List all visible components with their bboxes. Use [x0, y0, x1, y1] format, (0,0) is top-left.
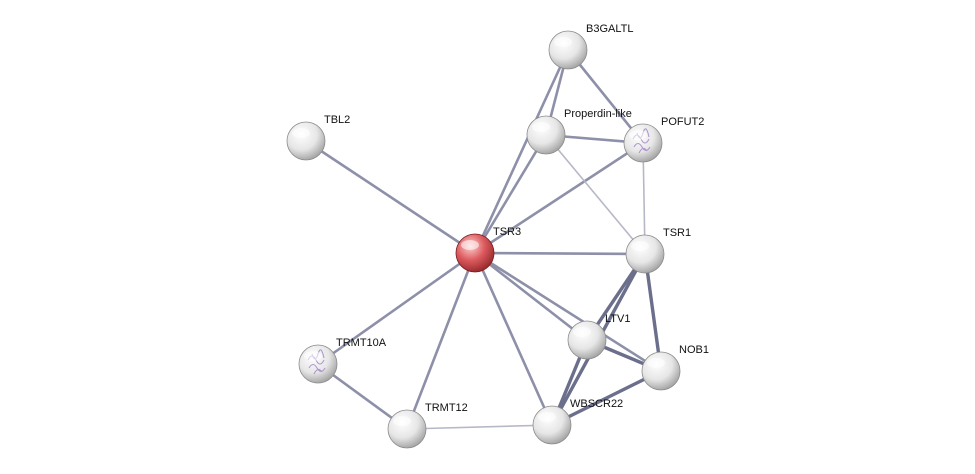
node-highlight	[554, 37, 572, 47]
edge-tsr3-trmt12[interactable]	[405, 251, 477, 431]
node-b3galtl[interactable]: B3GALTL	[548, 23, 634, 70]
node-label: POFUT2	[661, 116, 704, 128]
node-label: TSR3	[493, 226, 521, 238]
edge-properdin-like-tsr1[interactable]	[545, 134, 646, 255]
node-circle[interactable]	[567, 320, 607, 360]
node-circle[interactable]	[286, 121, 326, 161]
edge-tsr3-ltv1[interactable]	[473, 251, 589, 342]
node-highlight	[304, 351, 322, 361]
node-highlight	[532, 122, 550, 132]
node-circle[interactable]	[387, 409, 427, 449]
node-nob1[interactable]: NOB1	[641, 344, 709, 391]
node-circle[interactable]	[455, 233, 495, 273]
node-properdin-like[interactable]: Properdin-like	[526, 108, 632, 155]
node-ltv1[interactable]: LTV1	[567, 313, 630, 360]
edge-tsr3-properdin-like[interactable]	[473, 133, 548, 255]
node-highlight	[647, 358, 665, 368]
node-trmt12[interactable]: TRMT12	[387, 402, 468, 449]
node-highlight	[573, 327, 591, 337]
node-label: Properdin-like	[564, 108, 632, 120]
edge-trmt12-wbscr22[interactable]	[406, 424, 553, 430]
node-tsr3[interactable]: TSR3	[455, 226, 521, 273]
edge-tsr3-b3galtl[interactable]	[473, 48, 570, 255]
node-tsr1[interactable]: TSR1	[625, 227, 691, 274]
node-circle[interactable]	[625, 234, 665, 274]
node-wbscr22[interactable]: WBSCR22	[532, 398, 623, 445]
node-highlight	[461, 240, 479, 250]
edge-tsr3-trmt10a[interactable]	[316, 251, 477, 366]
edge-tsr1-nob1[interactable]	[643, 252, 663, 373]
node-highlight	[292, 128, 310, 138]
node-circle[interactable]	[623, 123, 663, 163]
node-circle[interactable]	[298, 344, 338, 384]
edge-tsr3-wbscr22[interactable]	[473, 251, 554, 427]
node-label: NOB1	[679, 344, 709, 356]
node-label: TRMT12	[425, 402, 468, 414]
node-highlight	[393, 416, 411, 426]
edge-tsr3-tsr1[interactable]	[473, 251, 647, 256]
node-label: WBSCR22	[570, 398, 623, 410]
node-label: LTV1	[605, 313, 630, 325]
node-label: TSR1	[663, 227, 691, 239]
node-pofut2[interactable]: POFUT2	[623, 116, 704, 163]
node-trmt10a[interactable]: TRMT10A	[298, 337, 387, 384]
node-tbl2[interactable]: TBL2	[286, 114, 350, 161]
node-circle[interactable]	[641, 351, 681, 391]
node-highlight	[629, 130, 647, 140]
edge-tsr3-pofut2[interactable]	[473, 141, 645, 255]
node-circle[interactable]	[526, 115, 566, 155]
node-label: TBL2	[324, 114, 350, 126]
node-label: B3GALTL	[586, 23, 634, 35]
node-circle[interactable]	[548, 30, 588, 70]
node-highlight	[538, 412, 556, 422]
node-circle[interactable]	[532, 405, 572, 445]
edge-b3galtl-pofut2[interactable]	[566, 48, 645, 145]
edge-nob1-wbscr22[interactable]	[550, 369, 663, 427]
node-highlight	[631, 241, 649, 251]
node-label: TRMT10A	[336, 337, 387, 349]
edge-tsr3-nob1[interactable]	[473, 251, 663, 373]
edge-tsr3-tbl2[interactable]	[304, 139, 477, 255]
